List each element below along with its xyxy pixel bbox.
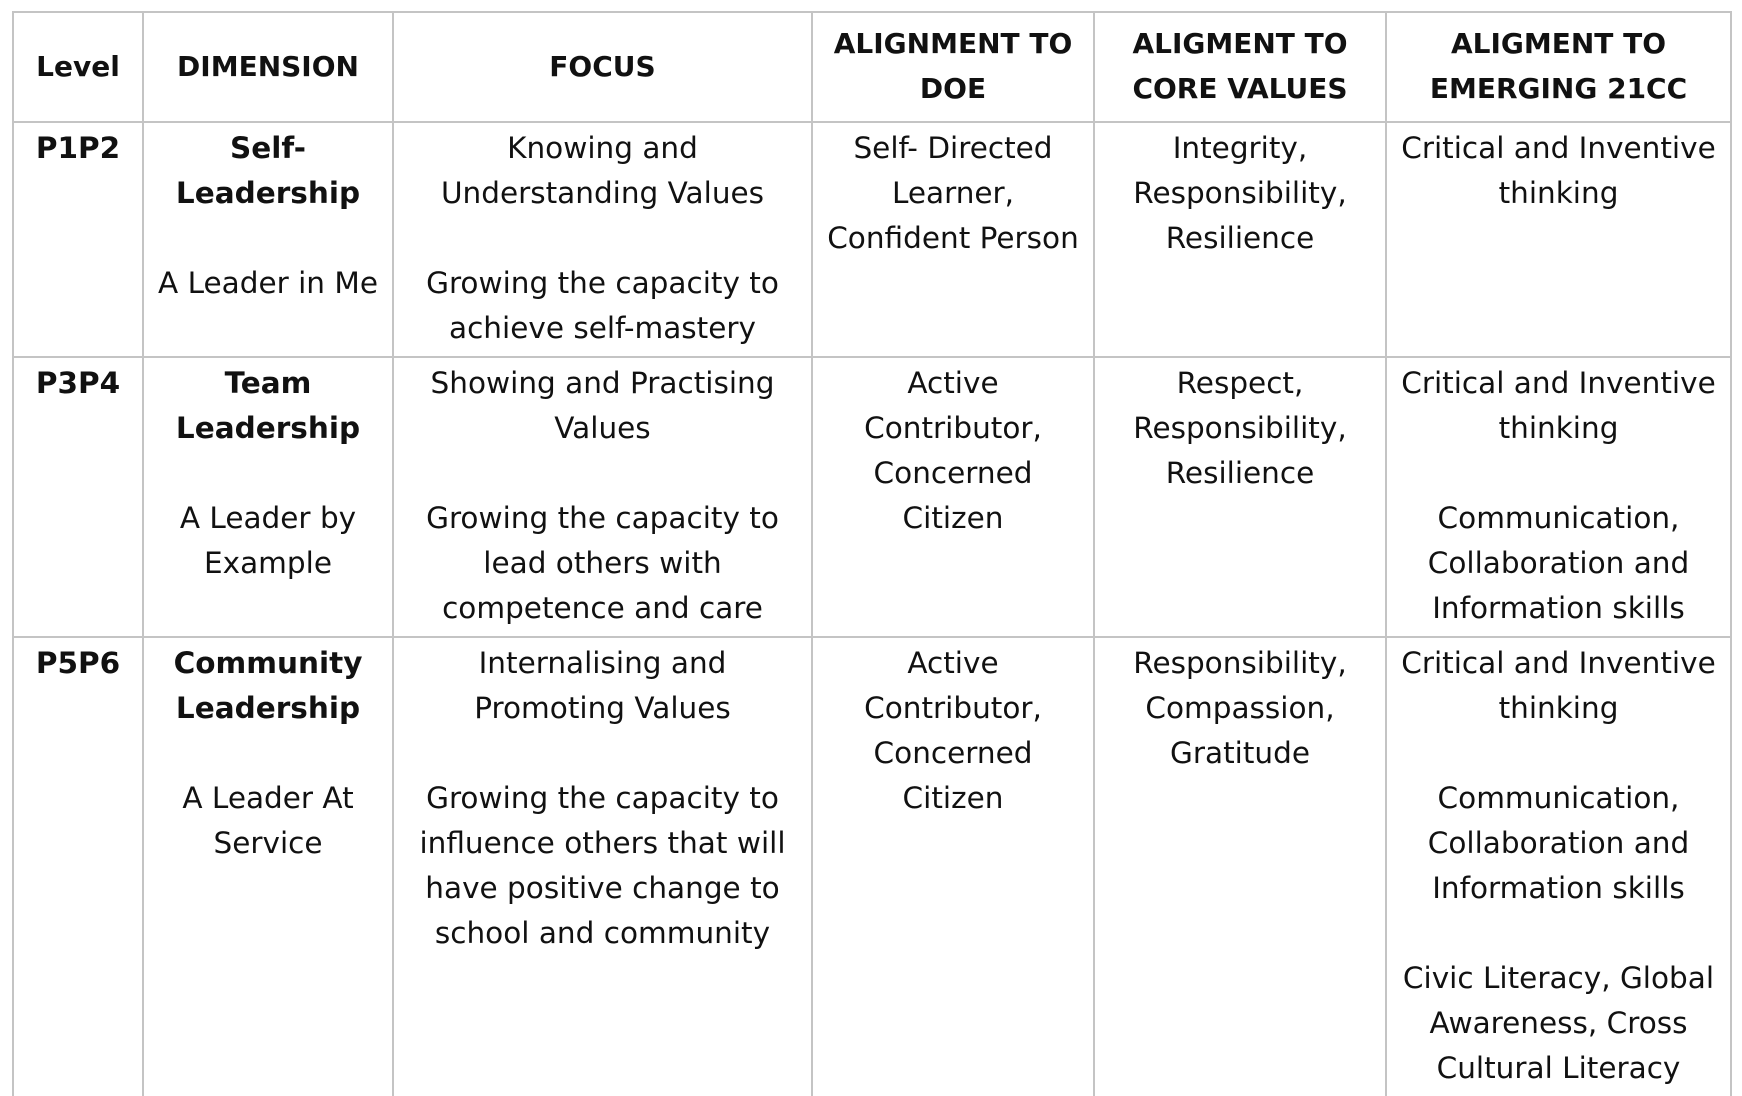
header-dimension: DIMENSION	[142, 11, 394, 123]
dimension-title: Self-Leadership	[175, 131, 361, 210]
dimension-title: Team Leadership	[175, 366, 361, 445]
header-level: Level	[12, 11, 144, 123]
21cc-item: Critical and Inventive thinking	[1401, 131, 1716, 210]
spacer	[404, 216, 801, 261]
21cc-item: Critical and Inventive thinking	[1401, 366, 1716, 445]
doe-cell: Self- Directed Learner, Confident Person	[811, 121, 1095, 358]
table-row: P1P2 Self-Leadership A Leader in Me Know…	[12, 121, 1732, 358]
dimension-cell: Self-Leadership A Leader in Me	[142, 121, 394, 358]
core-values-cell: Integrity, Responsibility, Resilience	[1093, 121, 1387, 358]
table-row: P5P6 Community Leadership A Leader At Se…	[12, 636, 1732, 1096]
focus-cell: Knowing and Understanding Values Growing…	[392, 121, 813, 358]
doe-cell: Active Contributor, Concerned Citizen	[811, 636, 1095, 1096]
21cc-item: Civic Literacy, Global Awareness, Cross …	[1402, 961, 1715, 1085]
header-alignment-21cc: ALIGMENT TO EMERGING 21CC	[1385, 11, 1732, 123]
dimension-cell: Team Leadership A Leader by Example	[142, 356, 394, 638]
dimension-title: Community Leadership	[173, 646, 363, 725]
21cc-item: Communication, Collaboration and Informa…	[1427, 781, 1690, 905]
level-cell: P3P4	[12, 356, 144, 638]
21cc-cell: Critical and Inventive thinking Communic…	[1385, 636, 1732, 1096]
dimension-subtitle: A Leader in Me	[158, 266, 378, 300]
21cc-item: Critical and Inventive thinking	[1401, 646, 1716, 725]
focus-capacity: Growing the capacity to achieve self-mas…	[426, 266, 779, 345]
21cc-cell: Critical and Inventive thinking	[1385, 121, 1732, 358]
header-alignment-doe: ALIGNMENT TO DOE	[811, 11, 1095, 123]
leadership-framework-table: Level DIMENSION FOCUS ALIGNMENT TO DOE A…	[12, 11, 1732, 1096]
core-values-cell: Responsibility, Compassion, Gratitude	[1093, 636, 1387, 1096]
table-row: P3P4 Team Leadership A Leader by Example…	[12, 356, 1732, 638]
focus-values: Knowing and Understanding Values	[440, 131, 765, 210]
focus-values: Internalising and Promoting Values	[474, 646, 731, 725]
header-focus: FOCUS	[392, 11, 813, 123]
spacer	[1397, 911, 1720, 956]
spacer	[404, 451, 801, 496]
dimension-subtitle: A Leader At Service	[182, 781, 354, 860]
dimension-cell: Community Leadership A Leader At Service	[142, 636, 394, 1096]
level-cell: P5P6	[12, 636, 144, 1096]
core-values-cell: Respect, Responsibility, Resilience	[1093, 356, 1387, 638]
spacer	[1397, 451, 1720, 496]
focus-capacity: Growing the capacity to influence others…	[419, 781, 786, 950]
spacer	[154, 216, 382, 261]
focus-values: Showing and Practising Values	[430, 366, 775, 445]
focus-cell: Internalising and Promoting Values Growi…	[392, 636, 813, 1096]
header-alignment-core-values: ALIGMENT TO CORE VALUES	[1093, 11, 1387, 123]
header-row: Level DIMENSION FOCUS ALIGNMENT TO DOE A…	[12, 11, 1732, 123]
focus-cell: Showing and Practising Values Growing th…	[392, 356, 813, 638]
doe-cell: Active Contributor, Concerned Citizen	[811, 356, 1095, 638]
spacer	[404, 731, 801, 776]
21cc-cell: Critical and Inventive thinking Communic…	[1385, 356, 1732, 638]
21cc-item: Communication, Collaboration and Informa…	[1427, 501, 1690, 625]
spacer	[154, 451, 382, 496]
spacer	[154, 731, 382, 776]
level-cell: P1P2	[12, 121, 144, 358]
dimension-subtitle: A Leader by Example	[179, 501, 357, 580]
focus-capacity: Growing the capacity to lead others with…	[426, 501, 779, 625]
spacer	[1397, 731, 1720, 776]
